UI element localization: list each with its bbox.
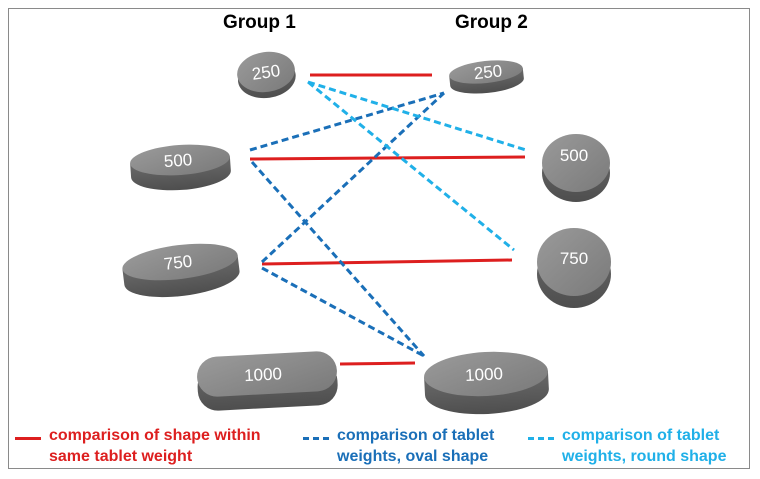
svg-text:750: 750	[560, 249, 588, 268]
diagram-frame	[8, 8, 750, 469]
legend-label-oval: comparison of tablet weights, oval shape	[337, 427, 495, 465]
group1-tablet-250: 250	[237, 51, 296, 99]
svg-text:1000: 1000	[244, 364, 283, 385]
group2-title: Group 2	[455, 12, 528, 33]
svg-text:250: 250	[473, 61, 503, 83]
connection-lines	[249, 73, 527, 366]
legend-label-round: comparison of tablet weights, round shap…	[562, 427, 727, 465]
legend-item-oval: comparison of tablet weights, oval shape	[303, 425, 494, 467]
group1-tablet-1000: 1000	[197, 351, 338, 411]
svg-text:250: 250	[251, 61, 282, 84]
group2-tablet-500: 500	[542, 134, 610, 202]
group1-tablet-750: 750	[122, 243, 240, 298]
legend-swatch-dashed-light-blue	[528, 437, 554, 440]
svg-text:500: 500	[163, 150, 193, 171]
line-oval-750-to-1000	[261, 266, 425, 358]
group2-tablet-750: 750	[537, 228, 611, 308]
line-round-250-to-750	[307, 80, 515, 252]
svg-text:1000: 1000	[465, 364, 504, 385]
legend-label-same-weight: comparison of shape within same tablet w…	[49, 427, 261, 465]
group2-tablet-1000: 1000	[424, 351, 549, 415]
legend-item-round: comparison of tablet weights, round shap…	[528, 425, 726, 467]
svg-text:750: 750	[163, 252, 193, 274]
line-same-1000	[339, 361, 416, 366]
line-oval-500-to-250	[249, 91, 445, 152]
legend-swatch-dashed-dark-blue	[303, 437, 329, 440]
svg-text:500: 500	[560, 146, 588, 165]
group1-title: Group 1	[223, 12, 296, 33]
legend-swatch-solid-red	[15, 437, 41, 440]
line-same-750	[261, 258, 513, 266]
legend-item-same-weight: comparison of shape within same tablet w…	[15, 425, 261, 467]
group2-tablet-250: 250	[449, 60, 524, 94]
line-same-500	[249, 155, 526, 161]
group1-tablet-500: 500	[130, 144, 231, 191]
line-round-250-to-500	[307, 80, 527, 152]
line-oval-750-to-250	[260, 91, 446, 264]
